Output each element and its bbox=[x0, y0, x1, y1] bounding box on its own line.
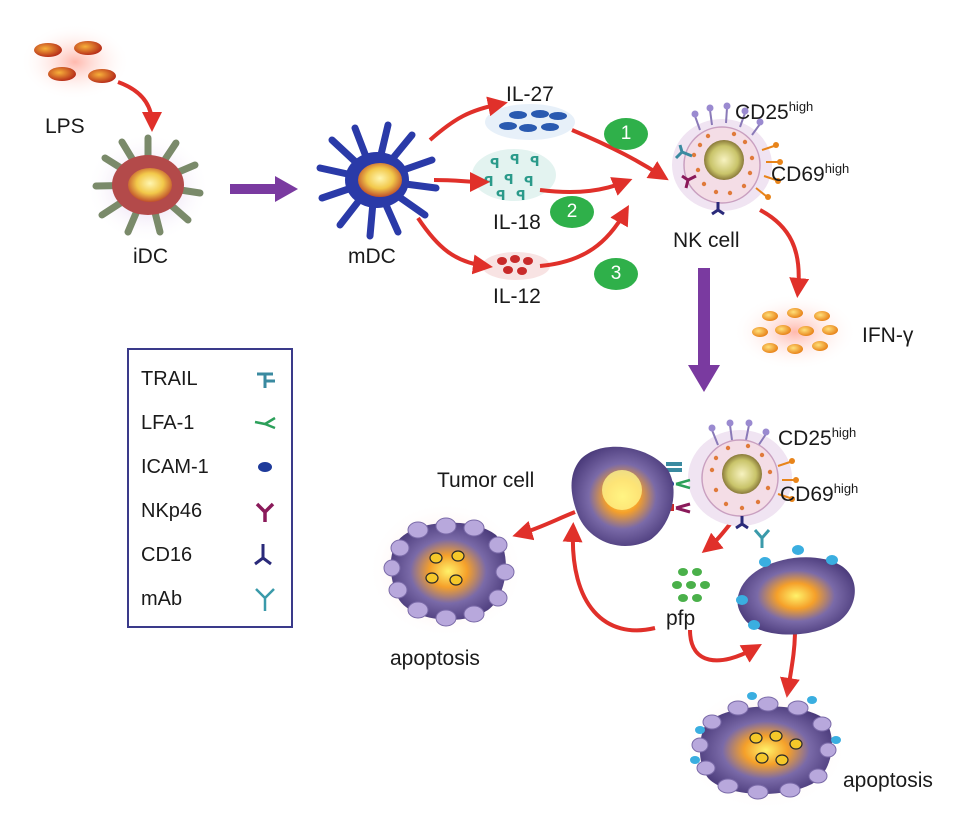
il27-molecules bbox=[485, 104, 575, 140]
legend-label-nkp46: NKp46 bbox=[141, 500, 203, 522]
cd25-top-label: CD25high bbox=[735, 99, 814, 124]
nk-cell-label: NK cell bbox=[673, 229, 740, 252]
legend-item-lfa1: LFA-1 bbox=[141, 408, 291, 438]
legend-box: TRAIL LFA-1 ICAM-1 NKp46 CD16 mAb bbox=[127, 348, 293, 628]
idc-label: iDC bbox=[133, 245, 168, 268]
lps-label: LPS bbox=[45, 115, 85, 138]
legend-item-nkp46: NKp46 bbox=[141, 496, 291, 526]
apoptotic-cell-left bbox=[368, 502, 524, 638]
idc-cell bbox=[86, 133, 210, 243]
tumor-cell bbox=[571, 446, 674, 546]
nkp46-receptor-icon bbox=[255, 502, 275, 522]
ifn-gamma-particles bbox=[733, 294, 857, 370]
svg-text:ꟼ: ꟼ bbox=[510, 153, 520, 168]
legend-label-mab: mAb bbox=[141, 588, 183, 610]
apoptosis-right-label: apoptosis bbox=[843, 769, 933, 792]
cd69-top-label: CD69high bbox=[771, 161, 850, 186]
il12-label: IL-12 bbox=[493, 285, 541, 308]
cd25-bottom-label: CD25high bbox=[778, 425, 857, 450]
pfp-label: pfp bbox=[666, 607, 696, 630]
lps-particles bbox=[20, 24, 130, 100]
mdc-cell bbox=[316, 121, 440, 240]
apoptosis-left-label: apoptosis bbox=[390, 647, 480, 670]
mab-antibody-icon bbox=[255, 588, 275, 611]
tumor-cell-label: Tumor cell bbox=[437, 469, 535, 492]
purple-arrows bbox=[230, 176, 720, 392]
step-badge-1: 1 bbox=[604, 118, 648, 150]
svg-text:ꟼ: ꟼ bbox=[516, 189, 526, 204]
svg-text:ꟼ: ꟼ bbox=[484, 175, 494, 190]
apoptotic-cell-right bbox=[683, 686, 847, 810]
svg-text:ꟼ: ꟼ bbox=[524, 175, 534, 190]
svg-text:ꟼ: ꟼ bbox=[504, 173, 514, 188]
ifn-gamma-label: IFN-γ bbox=[862, 324, 914, 347]
step-badge-3: 3 bbox=[594, 258, 638, 290]
legend-label-cd16: CD16 bbox=[141, 544, 193, 566]
antibody-coated-tumor-cell bbox=[736, 529, 855, 635]
mdc-label: mDC bbox=[348, 245, 396, 268]
legend-item-mab: mAb bbox=[141, 584, 291, 614]
icam1-molecule-icon bbox=[258, 462, 272, 472]
legend-label-lfa1: LFA-1 bbox=[141, 412, 195, 434]
cd69-bottom-label: CD69high bbox=[780, 481, 859, 506]
svg-text:ꟼ: ꟼ bbox=[530, 155, 540, 170]
step-badge-2: 2 bbox=[550, 196, 594, 228]
legend-label-icam1: ICAM-1 bbox=[141, 456, 209, 478]
red-arrows bbox=[117, 80, 810, 698]
svg-text:ꟼ: ꟼ bbox=[490, 157, 500, 172]
nk-cell-bottom bbox=[688, 419, 799, 530]
trail-receptor-icon bbox=[257, 372, 275, 388]
nk-cell-top bbox=[672, 102, 783, 216]
legend-label-trail: TRAIL bbox=[141, 368, 198, 390]
legend-item-trail: TRAIL bbox=[141, 364, 291, 394]
il18-label: IL-18 bbox=[493, 211, 541, 234]
pfp-granules bbox=[672, 568, 710, 602]
svg-text:ꟼ: ꟼ bbox=[496, 189, 506, 204]
lfa1-receptor-icon bbox=[254, 416, 276, 430]
cd16-receptor-icon bbox=[254, 544, 272, 566]
il27-label: IL-27 bbox=[506, 83, 554, 106]
il12-molecules bbox=[482, 252, 550, 280]
legend-item-icam1: ICAM-1 bbox=[141, 452, 291, 482]
legend-item-cd16: CD16 bbox=[141, 540, 291, 570]
